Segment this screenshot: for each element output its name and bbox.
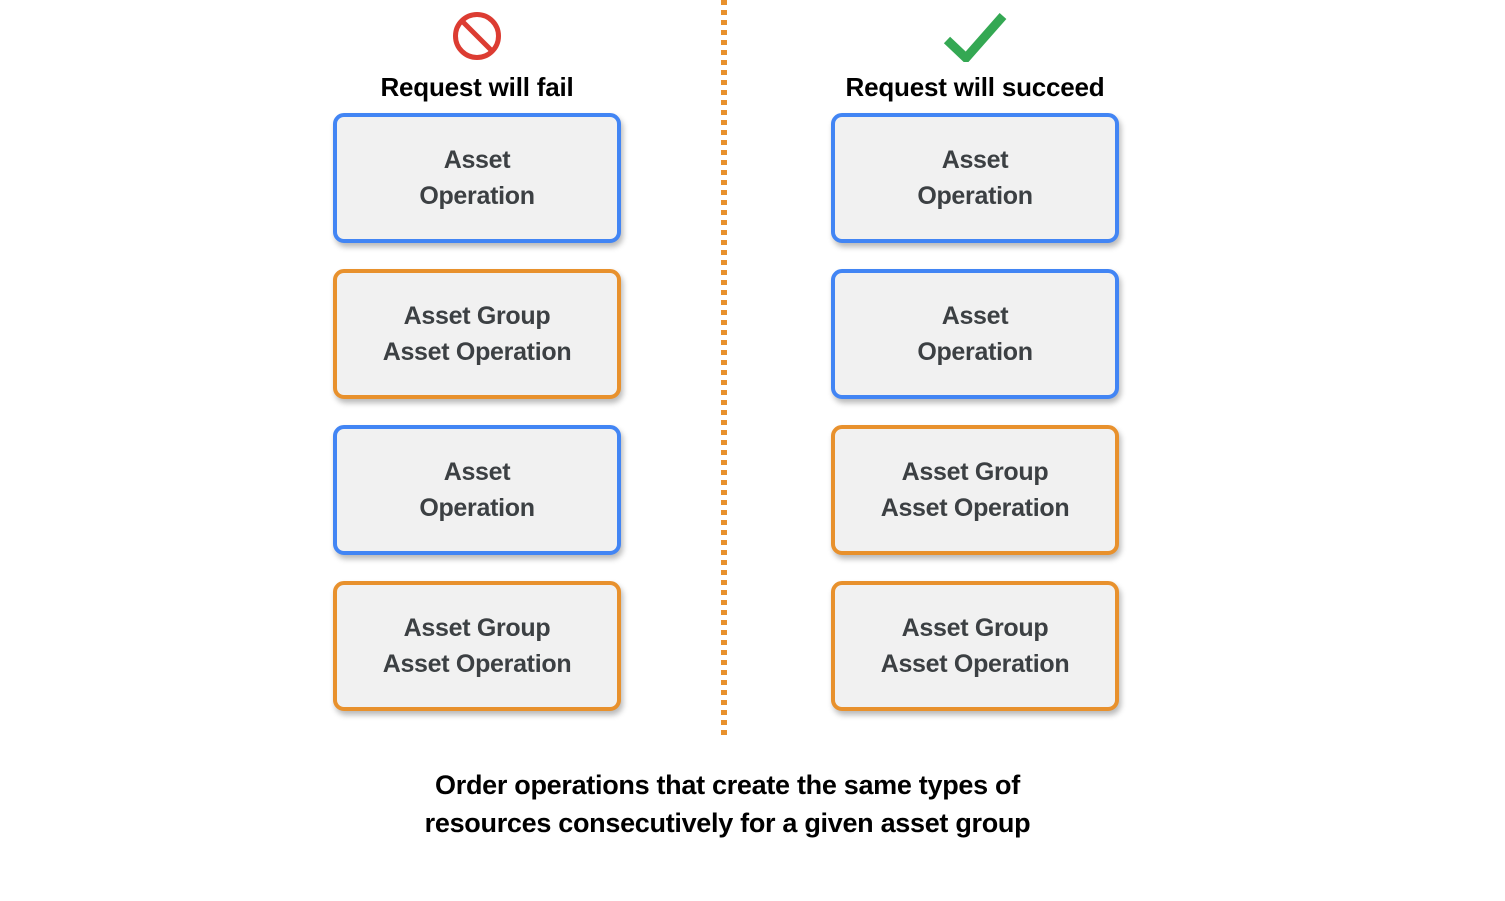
operation-box[interactable]: Asset Group Asset Operation [333,269,621,399]
operation-box-label: Asset Operation [917,302,1033,366]
operation-box[interactable]: Asset Group Asset Operation [831,581,1119,711]
caption-line-2: resources consecutively for a given asse… [424,808,1031,838]
operation-box[interactable]: Asset Operation [831,269,1119,399]
operation-box-label: Asset Group Asset Operation [880,458,1070,522]
operation-box-label: Asset Group Asset Operation [382,614,572,678]
operation-box-label: Asset Group Asset Operation [382,302,572,366]
prohibition-icon [441,10,513,68]
operation-box-label: Asset Operation [419,146,535,210]
vertical-dotted-divider [721,0,727,736]
operation-box[interactable]: Asset Group Asset Operation [333,581,621,711]
operation-stack-succeed: Asset Operation Asset Operation Asset Gr… [831,113,1119,737]
operation-box[interactable]: Asset Operation [333,425,621,555]
operation-box-label: Asset Operation [917,146,1033,210]
column-title-fail: Request will fail [380,72,574,102]
operation-box[interactable]: Asset Group Asset Operation [831,425,1119,555]
operation-box-label: Asset Group Asset Operation [880,614,1070,678]
column-header-succeed: Request will succeed [815,10,1135,102]
operation-box-label: Asset Operation [419,458,535,522]
operation-box[interactable]: Asset Operation [333,113,621,243]
column-title-succeed: Request will succeed [845,72,1105,102]
checkmark-icon [939,10,1011,68]
operation-stack-fail: Asset Operation Asset Group Asset Operat… [333,113,621,737]
diagram-caption: Order operations that create the same ty… [0,766,1455,842]
column-header-fail: Request will fail [317,10,637,102]
operation-box[interactable]: Asset Operation [831,113,1119,243]
caption-line-1: Order operations that create the same ty… [435,770,1020,800]
